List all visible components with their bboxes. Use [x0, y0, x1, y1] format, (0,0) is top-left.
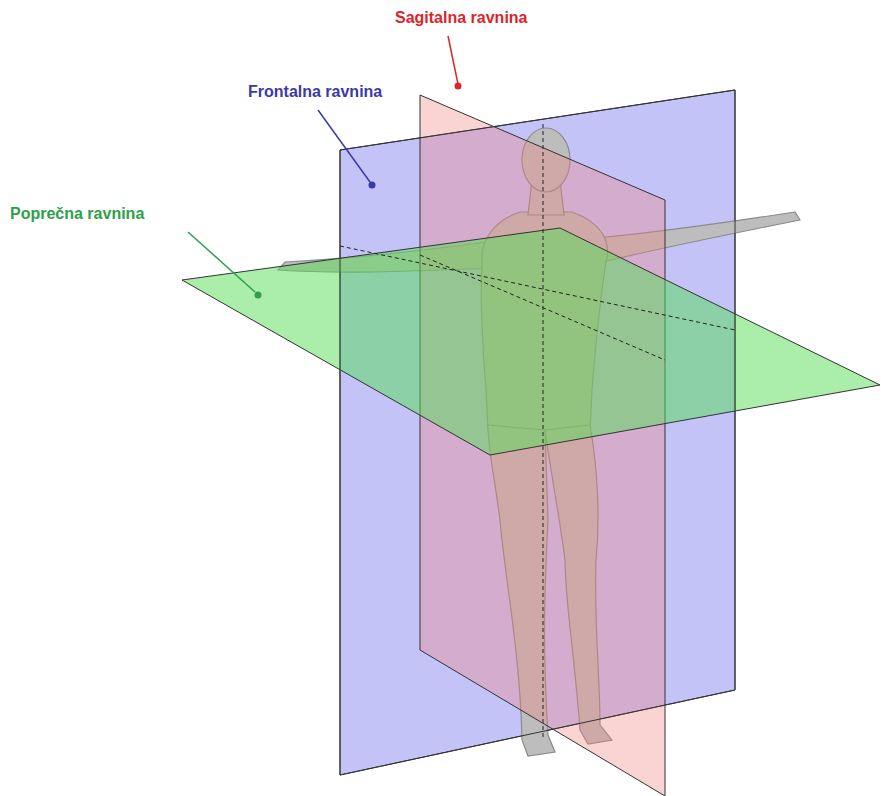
- plane-label: Poprečna ravnina: [10, 204, 144, 223]
- frontal-plane-outline: [340, 90, 735, 775]
- transverse-plane: [182, 228, 880, 455]
- plane-label: Sagitalna ravnina: [395, 8, 528, 27]
- leader-line: [188, 36, 462, 299]
- intersection-line: [340, 124, 735, 740]
- plane-label: Frontalna ravnina: [248, 82, 382, 101]
